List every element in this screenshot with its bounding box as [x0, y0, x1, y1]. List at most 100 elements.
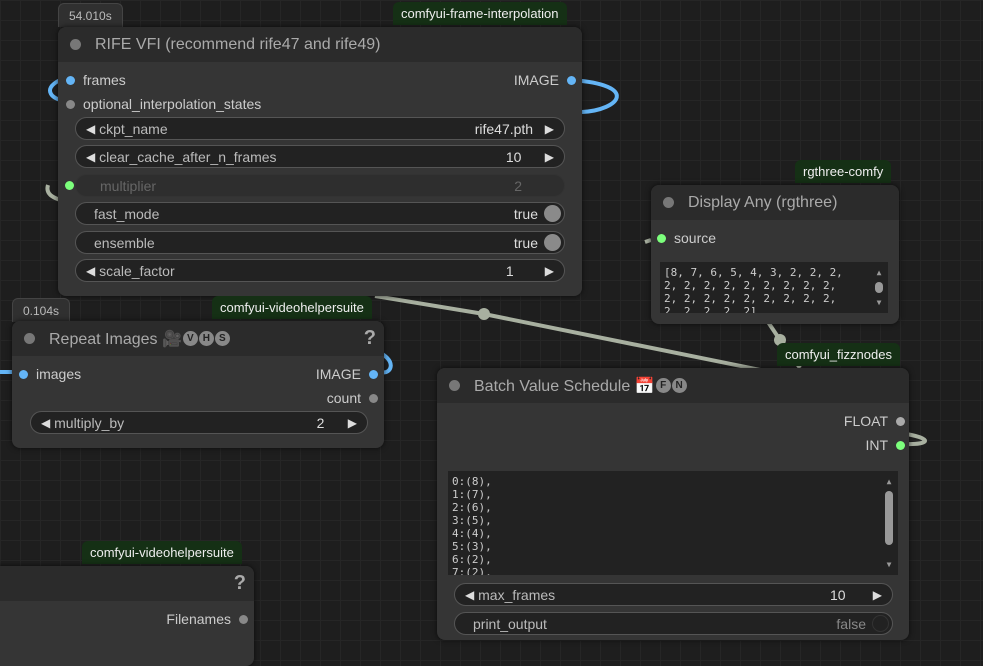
- slot-label: Filenames: [166, 611, 231, 627]
- arrow-left-icon[interactable]: ◀: [86, 149, 96, 164]
- widget-value: true: [513, 205, 538, 222]
- node-title-bar[interactable]: Display Any (rgthree): [651, 185, 899, 220]
- int-slot-icon[interactable]: [65, 181, 74, 190]
- slot-label: optional_interpolation_states: [83, 96, 262, 112]
- input-images[interactable]: images: [19, 365, 81, 383]
- widget-value: rife47.pth: [474, 120, 534, 137]
- widget-label: fast_mode: [94, 205, 160, 222]
- output-count[interactable]: count: [327, 389, 378, 407]
- node-source-tag: comfyui-frame-interpolation: [393, 2, 567, 25]
- slot-label: FLOAT: [843, 413, 888, 429]
- fizz-f-icon: F: [655, 378, 671, 393]
- slot-label: source: [674, 230, 717, 246]
- slot-icon[interactable]: [66, 99, 75, 109]
- execution-time-badge: 0.104s: [12, 298, 71, 322]
- node-title: Batch Value Schedule 📅: [474, 377, 655, 395]
- collapse-dot-icon[interactable]: [663, 197, 674, 208]
- node-title: RIFE VFI (recommend rife47 and rife49): [95, 35, 381, 53]
- slot-icon[interactable]: [657, 233, 666, 243]
- toggle-off-icon[interactable]: [872, 615, 889, 632]
- int-slot-icon[interactable]: [896, 440, 905, 450]
- scrollbar[interactable]: ▲▼: [875, 268, 883, 307]
- widget-label: scale_factor: [99, 262, 175, 279]
- slot-label: count: [326, 390, 361, 406]
- node-title: Display Any (rgthree): [688, 193, 838, 211]
- rife-vfi-node[interactable]: RIFE VFI (recommend rife47 and rife49) f…: [58, 27, 582, 296]
- arrow-right-icon[interactable]: ▶: [544, 149, 554, 164]
- arrow-left-icon[interactable]: ◀: [41, 415, 51, 430]
- node-title-bar[interactable]: RIFE VFI (recommend rife47 and rife49): [58, 27, 582, 62]
- fizz-n-icon: N: [671, 378, 687, 393]
- widget-value: 10: [505, 148, 522, 165]
- widget-multiplier-converted: multiplier 2: [75, 174, 565, 197]
- widget-label: multiplier: [100, 177, 157, 194]
- image-slot-icon[interactable]: [19, 369, 28, 379]
- output-filenames[interactable]: Filenames: [166, 610, 248, 628]
- output-image[interactable]: IMAGE: [514, 71, 576, 89]
- node-source-tag: comfyui-videohelpersuite: [212, 296, 372, 319]
- widget-label: max_frames: [478, 586, 556, 603]
- display-text: [8, 7, 6, 5, 4, 3, 2, 2, 2, 2, 2, 2, 2, …: [664, 266, 843, 313]
- slot-label: IMAGE: [315, 366, 361, 382]
- collapse-dot-icon[interactable]: [24, 333, 35, 344]
- image-slot-icon[interactable]: [66, 75, 75, 85]
- slot-icon[interactable]: [239, 614, 248, 624]
- arrow-right-icon[interactable]: ▶: [544, 121, 554, 136]
- input-frames[interactable]: frames: [66, 71, 126, 89]
- toggle-on-icon[interactable]: [544, 205, 561, 222]
- widget-scale-factor[interactable]: ◀ scale_factor 1 ▶: [75, 259, 565, 282]
- widget-label: print_output: [473, 615, 547, 632]
- help-icon[interactable]: ?: [363, 327, 376, 349]
- node-source-tag: comfyui_fizznodes: [777, 343, 900, 366]
- output-image[interactable]: IMAGE: [316, 365, 378, 383]
- widget-value: true: [513, 234, 538, 251]
- scrollbar[interactable]: ▲▼: [885, 477, 893, 569]
- arrow-left-icon[interactable]: ◀: [465, 587, 475, 602]
- float-slot-icon[interactable]: [896, 416, 905, 426]
- widget-print-output[interactable]: print_output false: [454, 612, 893, 635]
- node-title: Repeat Images 🎥: [49, 330, 182, 348]
- toggle-on-icon[interactable]: [544, 234, 561, 251]
- image-slot-icon[interactable]: [567, 75, 576, 85]
- image-slot-icon[interactable]: [369, 369, 378, 379]
- node-title-bar[interactable]: [0, 566, 254, 601]
- widget-value: 2: [514, 177, 522, 194]
- widget-fast-mode[interactable]: fast_mode true: [75, 202, 565, 225]
- widget-ensemble[interactable]: ensemble true: [75, 231, 565, 254]
- collapse-dot-icon[interactable]: [449, 380, 460, 391]
- widget-value: false: [836, 615, 866, 632]
- collapse-dot-icon[interactable]: [70, 39, 81, 50]
- arrow-left-icon[interactable]: ◀: [86, 263, 96, 278]
- widget-multiply-by[interactable]: ◀ multiply_by 2 ▶: [30, 411, 368, 434]
- display-textarea[interactable]: [8, 7, 6, 5, 4, 3, 2, 2, 2, 2, 2, 2, 2, …: [660, 262, 888, 313]
- arrow-right-icon[interactable]: ▶: [544, 263, 554, 278]
- display-any-node[interactable]: Display Any (rgthree) source [8, 7, 6, 5…: [651, 185, 899, 324]
- widget-value: 1: [505, 262, 514, 279]
- slot-label: INT: [865, 437, 888, 453]
- help-icon[interactable]: ?: [233, 572, 246, 594]
- slot-icon[interactable]: [369, 393, 378, 403]
- output-int[interactable]: INT: [865, 436, 905, 454]
- widget-label: multiply_by: [54, 414, 125, 431]
- widget-label: ensemble: [94, 234, 155, 251]
- input-source[interactable]: source: [657, 229, 716, 247]
- schedule-textarea[interactable]: 0:(8), 1:(7), 2:(6), 3:(5), 4:(4), 5:(3)…: [448, 471, 898, 575]
- arrow-right-icon[interactable]: ▶: [872, 587, 882, 602]
- input-optional-interpolation-states[interactable]: optional_interpolation_states: [66, 95, 261, 113]
- arrow-right-icon[interactable]: ▶: [347, 415, 357, 430]
- node-source-tag: comfyui-videohelpersuite: [82, 541, 242, 564]
- arrow-left-icon[interactable]: ◀: [86, 121, 96, 136]
- execution-time-badge: 54.010s: [58, 3, 123, 27]
- vhs-v-icon: V: [182, 331, 198, 346]
- video-helper-node[interactable]: ? Filenames: [0, 566, 254, 666]
- vhs-h-icon: H: [198, 331, 214, 346]
- widget-value: 2: [316, 414, 325, 431]
- output-float[interactable]: FLOAT: [844, 412, 905, 430]
